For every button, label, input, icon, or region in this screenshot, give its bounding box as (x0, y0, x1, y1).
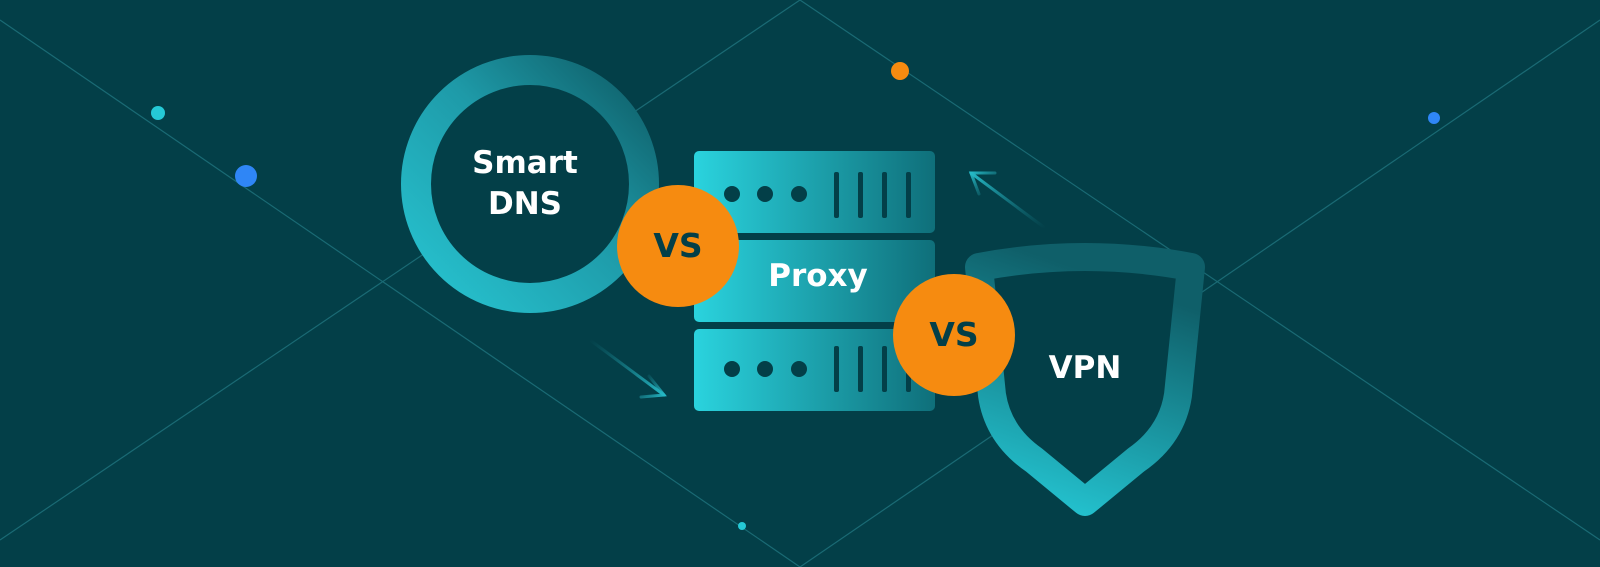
arrow-up-left-icon (968, 171, 1047, 230)
proxy-label: Proxy (768, 258, 868, 294)
dot-teal-tiny (738, 522, 746, 530)
smart-dns-label: Smart DNS (440, 143, 610, 225)
smart-dns-label-line2: DNS (487, 186, 562, 222)
vs-badge-proxy-vpn: VS (893, 274, 1015, 396)
vpn-label: VPN (1048, 350, 1122, 386)
dot-orange (891, 62, 909, 80)
server-stack-icon (694, 151, 935, 411)
dot-blue-small (1428, 112, 1440, 124)
dot-teal-small (151, 106, 165, 120)
smart-dns-label-line1: Smart (472, 145, 578, 181)
shield-icon (965, 243, 1205, 516)
vs-badge-dns-proxy: VS (617, 185, 739, 307)
dot-blue-large (235, 165, 257, 187)
ring-icon (401, 55, 659, 313)
arrow-down-right-icon (588, 338, 667, 399)
